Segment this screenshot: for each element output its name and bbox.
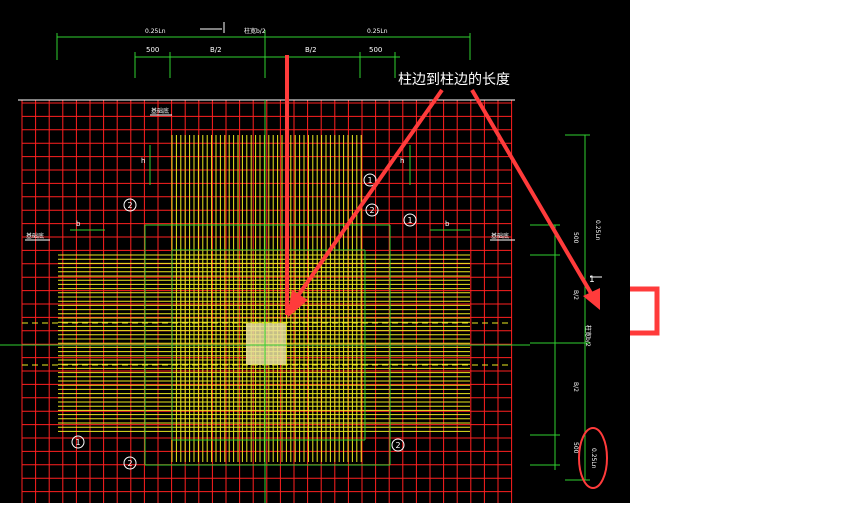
- rebar-bubble: [391, 438, 405, 452]
- rebar-bubble-number: 2: [396, 441, 401, 450]
- b-dim-left: b: [76, 220, 81, 228]
- rebar-bubble-number: 2: [370, 206, 375, 215]
- white-margin-panel: [612, 0, 851, 503]
- tag-right: 基础底: [491, 232, 509, 240]
- rebar-drawing: 0.25Ln 0.25Ln 柱宽b/2 500 B/2 B/2 500 1: [0, 22, 608, 503]
- circled-dimension: [578, 427, 608, 489]
- top-left-b2-dim: B/2: [210, 46, 222, 54]
- h-dim-left: h: [141, 157, 145, 165]
- column-block: [246, 323, 286, 365]
- rebar-bubble: [123, 456, 137, 470]
- right-bottom-dim: 0.25Ln: [590, 448, 597, 469]
- rebar-bubble-number: 2: [128, 201, 133, 210]
- top-center-dim: 柱宽b/2: [244, 27, 266, 35]
- red-square-marker: [620, 286, 660, 336]
- tag-left: 基础底: [26, 232, 44, 240]
- red-bracket-markup: [612, 75, 660, 418]
- right-arrow-marker: 1: [589, 275, 595, 285]
- rebar-bubble-number: 1: [368, 176, 373, 185]
- top-right-b2-dim: B/2: [305, 46, 317, 54]
- b-dim-right: b: [445, 220, 450, 228]
- right-b2-top-dim: B/2: [572, 290, 579, 300]
- right-b2-bottom-dim: B/2: [572, 382, 579, 392]
- rebar-bubble-number: 1: [76, 438, 81, 447]
- rebar-bubble: [365, 203, 379, 217]
- callout-arrow-right: [470, 88, 597, 302]
- right-500-bottom-dim: 500: [572, 442, 579, 454]
- rebar-bubble: [71, 435, 85, 449]
- h-dim-right: h: [400, 157, 404, 165]
- rebar-bubble: [363, 173, 377, 187]
- top-outer-right-dim: 0.25Ln: [367, 28, 388, 35]
- tag-top: 基础底: [151, 107, 169, 115]
- right-500-top-dim: 500: [572, 232, 579, 244]
- red-annotation-layer: 柱边到柱边的长度: [285, 55, 608, 489]
- rebar-bubble-number: 2: [128, 459, 133, 468]
- rebar-bubble: [123, 198, 137, 212]
- top-right-500-dim: 500: [369, 46, 382, 54]
- rebar-bubble: [403, 213, 417, 227]
- center-dash-lines: [0, 100, 530, 503]
- callout-arrowhead-right: [583, 288, 600, 310]
- right-top-dim: 0.25Ln: [594, 220, 601, 241]
- callout-arrow-left: [293, 88, 444, 302]
- callout-label: 柱边到柱边的长度: [398, 72, 510, 88]
- rebar-grid-layer: [18, 99, 515, 503]
- rebar-bubble-number: 1: [408, 216, 413, 225]
- foundation-tags: 基础底 基础底 基础底: [25, 107, 515, 241]
- cad-drawing-viewport: 0.25Ln 0.25Ln 柱宽b/2 500 B/2 B/2 500 1: [0, 0, 630, 503]
- callout-arrowhead-left: [287, 290, 308, 318]
- dimension-layer: 0.25Ln 0.25Ln 柱宽b/2 500 B/2 B/2 500 1: [56, 22, 602, 481]
- column-section: [246, 323, 286, 365]
- top-outer-left-dim: 0.25Ln: [145, 28, 166, 35]
- top-left-500-dim: 500: [146, 46, 159, 54]
- rebar-bubbles: 2 1 2 1 1 2 2: [71, 173, 417, 470]
- right-center-dim: 柱宽b/2: [584, 325, 592, 347]
